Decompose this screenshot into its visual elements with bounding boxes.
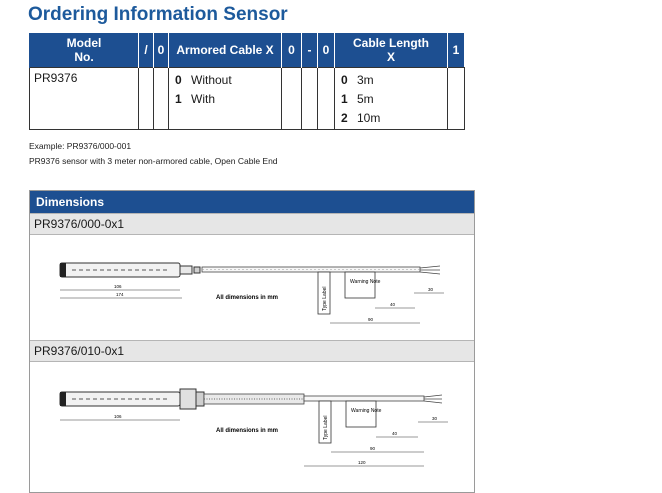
all-dimensions-note: All dimensions in mm	[216, 428, 278, 434]
header-zero-2: 0	[281, 33, 302, 68]
dim-90: 90	[370, 446, 376, 451]
header-zero-3: 0	[317, 33, 335, 68]
empty-cell	[317, 67, 335, 130]
warning-note-text: Warning Note	[351, 408, 382, 414]
drawing-svg-1: Type Label Warning Note 106 174 All dime…	[59, 262, 444, 324]
variant-heading-1: PR9376/000-0x1	[30, 213, 474, 235]
drawing-variant-1: Type Label Warning Note 106 174 All dime…	[30, 235, 474, 340]
drawing-variant-2: Type Label Warning Note 106 All dimensio…	[30, 362, 474, 492]
dim-120: 120	[358, 460, 366, 465]
armor-nut	[195, 391, 205, 407]
header-armored-cable: Armored Cable X	[168, 33, 282, 68]
example-line-2: PR9376 sensor with 3 meter non-armored c…	[29, 156, 278, 166]
warning-note-text: Warning Note	[350, 279, 381, 285]
armor-fitting	[179, 388, 197, 410]
header-dash: -	[301, 33, 318, 68]
empty-cell	[138, 67, 154, 130]
dimensions-panel: Dimensions PR9376/000-0x1 Type Label War…	[29, 190, 475, 493]
cable-fitting	[179, 265, 193, 275]
dim-40: 40	[392, 431, 398, 436]
page-title: Ordering Information Sensor	[28, 4, 288, 25]
sensor-tip	[60, 263, 66, 277]
dim-body-length: 106	[114, 284, 122, 289]
sensor-body	[59, 262, 181, 278]
model-cell: PR9376	[29, 67, 139, 130]
dim-body-length: 106	[114, 414, 122, 419]
warning-note-tag	[344, 271, 376, 299]
sensor-tip	[60, 392, 66, 406]
cable-gland	[193, 266, 201, 274]
dim-30: 30	[428, 287, 434, 292]
dim-90: 90	[368, 317, 374, 322]
type-label-text: Type Label	[322, 287, 328, 311]
example-line-1: Example: PR9376/000-001	[29, 141, 132, 151]
header-zero-1: 0	[153, 33, 169, 68]
type-label-tag	[317, 271, 331, 315]
dim-overall-length: 174	[116, 292, 124, 297]
cable	[303, 395, 425, 402]
empty-cell	[281, 67, 302, 130]
header-slash: /	[138, 33, 154, 68]
empty-cell	[153, 67, 169, 130]
dim-40: 40	[390, 302, 396, 307]
drawing-svg-2: Type Label Warning Note 106 All dimensio…	[59, 388, 448, 467]
dim-30: 30	[432, 416, 438, 421]
all-dimensions-note: All dimensions in mm	[216, 295, 278, 301]
type-label-tag	[318, 400, 332, 444]
dimensions-heading: Dimensions	[30, 191, 474, 213]
variant-heading-2: PR9376/010-0x1	[30, 340, 474, 362]
sensor-body	[59, 391, 181, 407]
warning-note-tag	[345, 400, 377, 428]
header-one: 1	[447, 33, 464, 68]
empty-cell	[447, 67, 465, 130]
type-label-text: Type Label	[323, 416, 329, 440]
empty-cell	[301, 67, 318, 130]
